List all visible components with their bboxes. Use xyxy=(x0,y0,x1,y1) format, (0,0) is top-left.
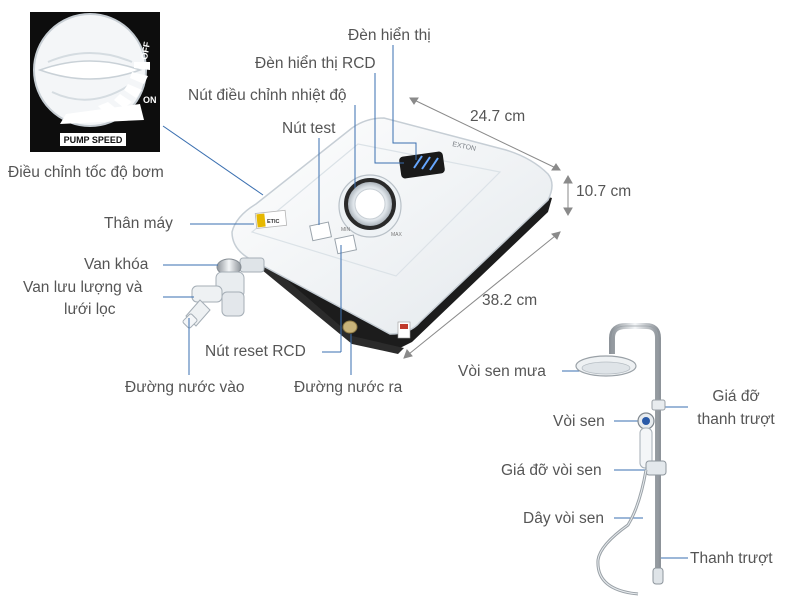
label-rain-shower: Vòi sen mưa xyxy=(458,363,546,380)
inset-on-text: ON xyxy=(143,95,157,105)
label-rcd-reset-button: Nút reset RCD xyxy=(205,343,306,360)
test-button[interactable] xyxy=(309,221,333,242)
heater-back-housing xyxy=(258,194,552,350)
leader-lines xyxy=(162,45,688,559)
dim-width-line xyxy=(409,97,561,171)
heater-brand-text: EXTON xyxy=(452,141,477,153)
sticker-text: ETIC xyxy=(267,219,280,225)
label-slide-rail: Thanh trượt xyxy=(690,550,773,567)
shower-holder xyxy=(645,460,667,476)
dimension-lines xyxy=(403,97,573,359)
label-hand-shower: Vòi sen xyxy=(553,413,605,430)
inset-label-box xyxy=(60,133,126,146)
dimension-width: 24.7 cm xyxy=(470,108,526,125)
label-body: Thân máy xyxy=(104,215,173,232)
pump-speed-inset: OFF ON PUMP SPEED xyxy=(30,12,160,152)
inset-pump-speed-text: PUMP SPEED xyxy=(64,135,123,145)
flow-valve xyxy=(191,285,223,303)
label-shutoff-valve: Van khóa xyxy=(84,256,149,273)
label-flow-valve-line2: lưới lọc xyxy=(64,301,116,318)
dimension-depth: 10.7 cm xyxy=(576,183,632,200)
dimension-height: 38.2 cm xyxy=(482,292,538,309)
shower-set xyxy=(575,323,667,596)
rail-holder xyxy=(651,399,666,411)
shower-hose xyxy=(596,469,648,596)
label-rail-holder-line1: Giá đỡ xyxy=(712,388,760,405)
knob-max-text: MAX xyxy=(391,232,403,238)
label-water-inlet: Đường nước vào xyxy=(125,379,245,396)
label-indicator-light: Đèn hiển thị xyxy=(348,27,431,44)
label-flow-valve-line1: Van lưu lượng và xyxy=(23,279,143,296)
leader-pump-speed xyxy=(162,125,264,196)
label-shower-holder: Giá đỡ vòi sen xyxy=(501,462,602,479)
leader-rcd-light xyxy=(374,73,404,164)
pump-dial-grip xyxy=(37,60,143,80)
dim-height-line xyxy=(403,231,561,359)
label-rail-holder-line2: thanh trượt xyxy=(697,411,775,428)
label-temperature-knob: Nút điều chỉnh nhiệt độ xyxy=(188,87,347,104)
rcd-reset-button[interactable] xyxy=(334,234,358,255)
label-pump-speed-control: Điều chỉnh tốc độ bơm xyxy=(8,164,164,181)
inlet-valve-assembly xyxy=(182,257,265,329)
knob-min-text: MIN xyxy=(341,227,351,233)
outlet-fitting xyxy=(342,320,358,334)
inset-off-text: OFF xyxy=(139,40,152,60)
leader-indicator-light xyxy=(392,45,417,160)
label-rcd-indicator-light: Đèn hiển thị RCD xyxy=(255,55,376,72)
label-test-button: Nút test xyxy=(282,120,336,137)
water-heater: EXTON MIN MAX ETIC xyxy=(182,117,553,354)
label-hose: Dây vòi sen xyxy=(523,510,604,527)
pump-speed-scale xyxy=(60,62,150,124)
label-water-outlet: Đường nước ra xyxy=(294,379,403,396)
indicator-panel xyxy=(399,151,445,179)
